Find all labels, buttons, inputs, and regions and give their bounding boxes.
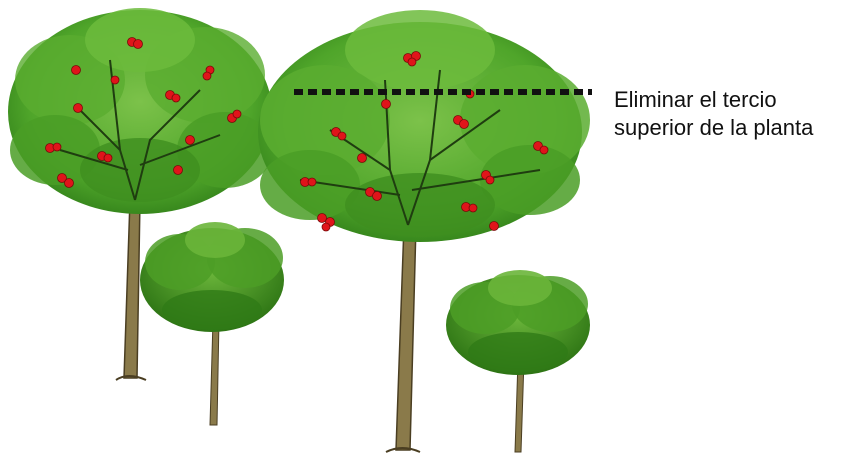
instruction-line-1: Eliminar el tercio — [614, 86, 859, 114]
trunk — [210, 320, 219, 425]
pruning-instruction: Eliminar el tercio superior de la planta — [614, 86, 859, 142]
trunk — [396, 225, 416, 450]
canopy — [8, 8, 273, 214]
young-tree-left — [140, 222, 284, 425]
canopy — [258, 10, 590, 242]
trunk — [124, 200, 140, 378]
young-tree-right — [446, 270, 590, 452]
fruit-tree-right — [258, 10, 590, 452]
instruction-line-2: superior de la planta — [614, 114, 859, 142]
